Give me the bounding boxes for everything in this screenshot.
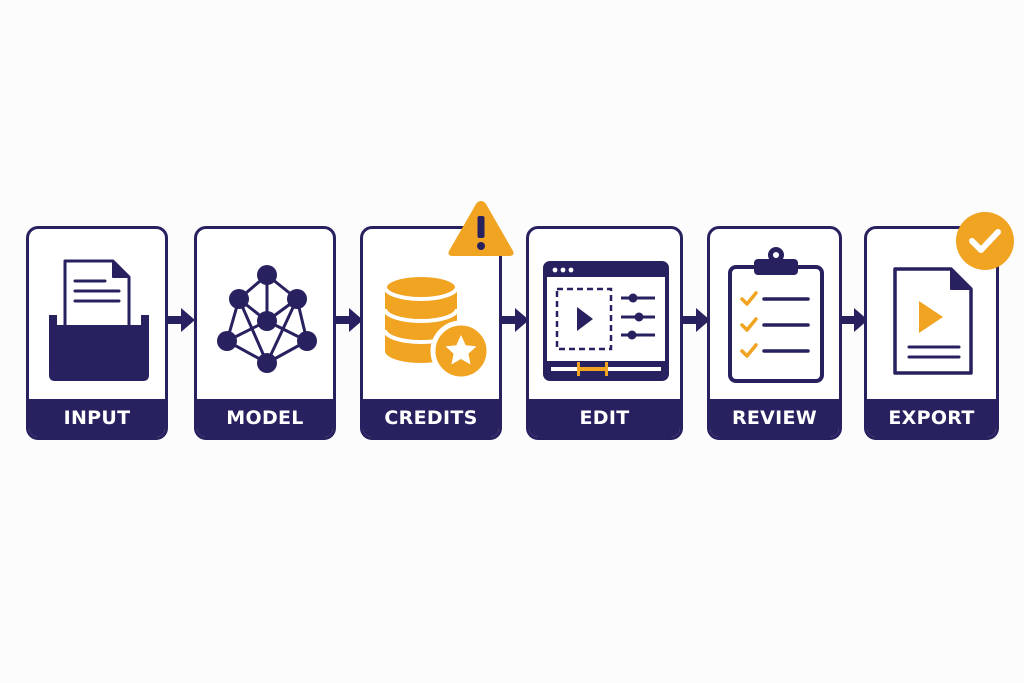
step-label: CREDITS [363,399,499,437]
step-export-card: EXPORT [864,226,999,440]
step-label: REVIEW [710,399,839,437]
step-label: EXPORT [867,399,996,437]
document-folder-icon [49,259,149,381]
arrow-right-icon [335,308,363,332]
arrow-right-icon [840,308,868,332]
step-review-card: REVIEW [707,226,842,440]
warning-icon [448,201,514,256]
arrow-right-icon [682,308,710,332]
coin-stack-star-icon [383,273,492,382]
step-label: MODEL [197,399,333,437]
step-credits-card: CREDITS [360,226,502,440]
arrow-right-icon [167,308,195,332]
step-label: EDIT [529,399,680,437]
check-icon [956,212,1014,270]
neural-network-icon [217,265,317,373]
step-input-card: INPUT [26,226,168,440]
step-edit-card: EDIT [526,226,683,440]
video-file-icon [893,267,973,375]
step-label: INPUT [29,399,165,437]
arrow-right-icon [501,308,529,332]
step-model-card: MODEL [194,226,336,440]
clipboard-checklist-icon [728,247,824,383]
video-editor-icon [543,261,669,381]
